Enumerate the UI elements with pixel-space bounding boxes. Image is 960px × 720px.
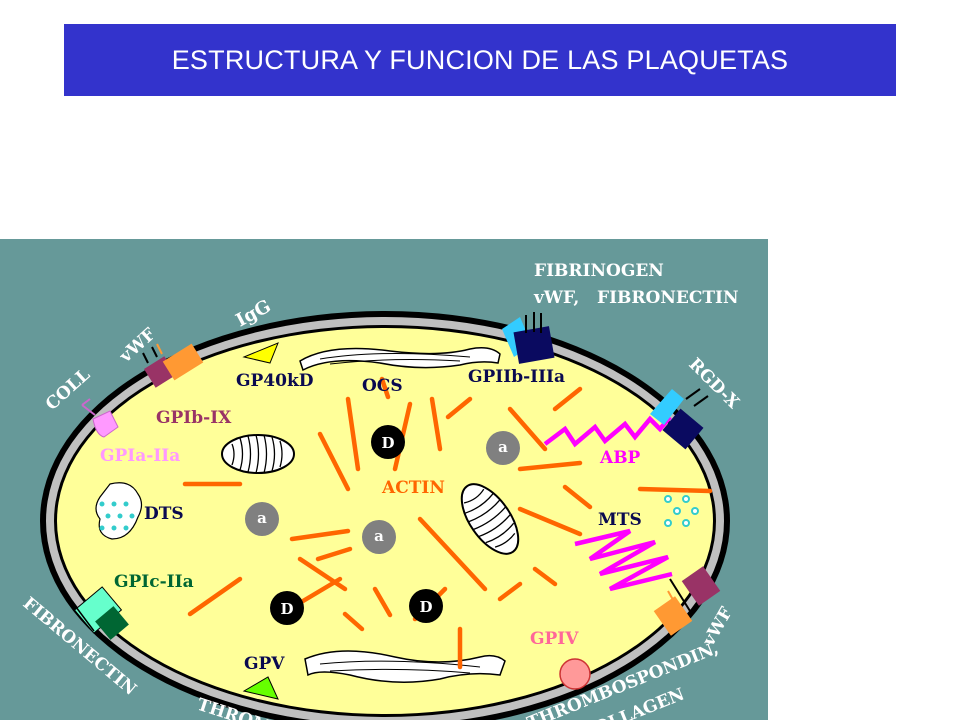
label-gpic-iia: GPIc-IIa: [114, 572, 194, 592]
gpv-receptor-icon: [242, 676, 279, 700]
igg-receptor-icon: [242, 342, 279, 364]
svg-text:D: D: [381, 434, 394, 452]
ocs-channel-top: [299, 347, 501, 372]
vwf-right-receptor-icon: [653, 566, 721, 636]
svg-text:a: a: [374, 527, 384, 545]
label-fibrinogen-line1: FIBRINOGEN: [534, 261, 664, 281]
dense-granule: D: [371, 425, 405, 459]
abp-zigzag-upper: [543, 415, 672, 448]
dense-tubular-system: [95, 482, 143, 540]
label-abp: ABP: [599, 448, 641, 468]
abp-zigzag-lower: [574, 528, 673, 592]
label-actin: ACTIN: [381, 478, 445, 498]
svg-text:D: D: [419, 598, 432, 616]
alpha-granule: a: [486, 431, 520, 465]
label-gpia-iia: GPIa-IIa: [100, 446, 180, 466]
label-dts: DTS: [144, 504, 184, 524]
dense-granule: D: [409, 589, 443, 623]
gpib-ix-receptor-icon: [142, 343, 204, 388]
rgd-x-receptor-icon: [650, 388, 709, 450]
label-gpv: GPV: [244, 654, 285, 674]
svg-text:a: a: [257, 509, 267, 527]
platelet-diagram: D D D a a a: [0, 239, 768, 720]
mitochondrion-left: [221, 434, 295, 474]
gpiib-iiia-receptor-icon: [502, 312, 555, 364]
label-mts: MTS: [598, 510, 642, 530]
dense-granule: D: [270, 591, 304, 625]
svg-text:D: D: [280, 600, 293, 618]
title-bar: ESTRUCTURA Y FUNCION DE LAS PLAQUETAS: [64, 24, 896, 96]
ocs-channel-bottom: [304, 650, 506, 683]
label-gpib-ix: GPIb-IX: [156, 408, 232, 428]
page-title: ESTRUCTURA Y FUNCION DE LAS PLAQUETAS: [171, 44, 789, 75]
mitochondrion-right: [460, 483, 520, 555]
label-gpiv: GPIV: [530, 629, 579, 649]
alpha-granule: a: [245, 502, 279, 536]
label-fibrinogen-line2: vWF, FIBRONECTIN: [533, 288, 739, 308]
svg-text:a: a: [498, 438, 508, 456]
alpha-granule: a: [362, 520, 396, 554]
label-gp40kd: GP40kD: [236, 371, 314, 391]
gpiv-receptor-icon: [559, 658, 591, 690]
microtubule-system: [664, 495, 699, 527]
gpia-iia-receptor-icon: [81, 398, 119, 438]
gpic-iia-receptor-icon: [73, 586, 129, 640]
label-gpiib-iiia: GPIIb-IIIa: [468, 367, 565, 387]
platelet-cytoplasm: [57, 328, 713, 714]
label-ocs: OCS: [362, 376, 403, 396]
